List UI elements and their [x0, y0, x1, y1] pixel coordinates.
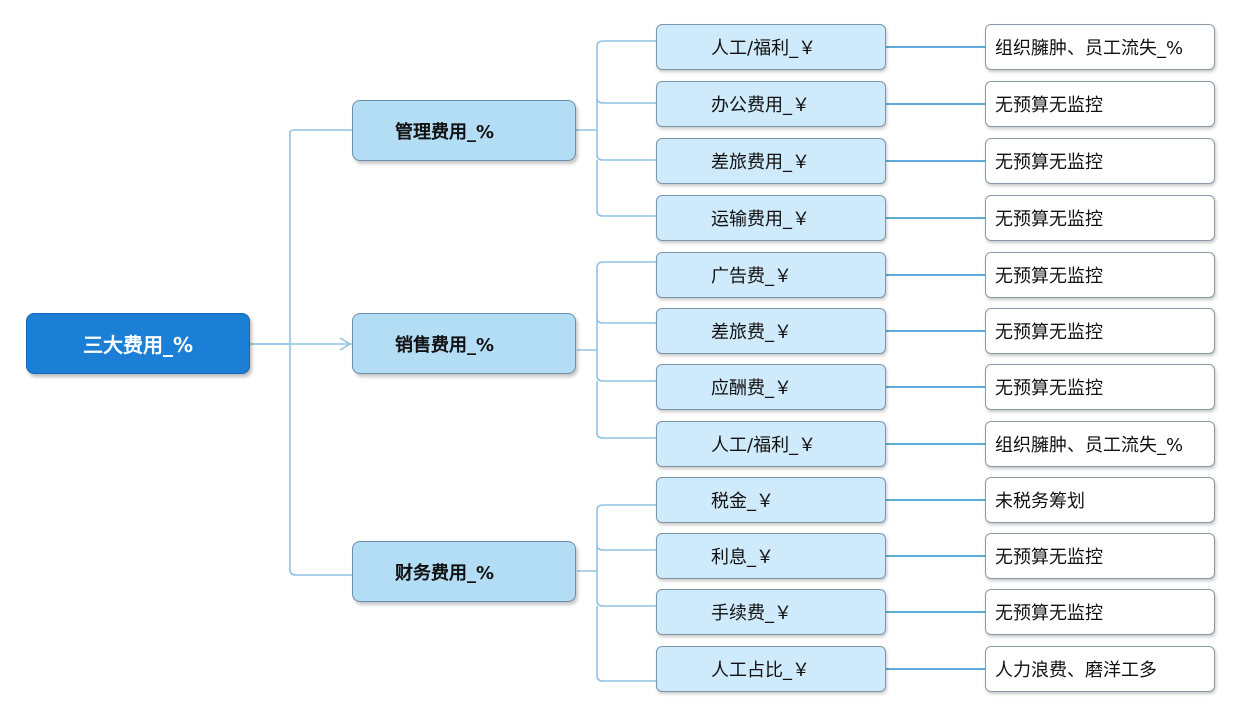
note-node[interactable]: 人力浪费、磨洋工多	[985, 646, 1215, 692]
branch-label: 财务费用_%	[395, 562, 495, 584]
branch-node-sales[interactable]: 销售费用_%	[352, 313, 576, 374]
item-label: 人工/福利_￥	[711, 38, 817, 59]
note-node[interactable]: 无预算无监控	[985, 195, 1215, 241]
root-node[interactable]: 三大费用_%	[26, 313, 250, 374]
note-node[interactable]: 无预算无监控	[985, 252, 1215, 298]
note-node[interactable]: 未税务筹划	[985, 477, 1215, 523]
note-node[interactable]: 组织臃肿、员工流失_%	[985, 24, 1215, 70]
item-node[interactable]: 人工占比_￥	[656, 646, 886, 692]
note-label: 无预算无监控	[995, 547, 1103, 568]
note-node[interactable]: 无预算无监控	[985, 81, 1215, 127]
note-node[interactable]: 无预算无监控	[985, 533, 1215, 579]
item-node[interactable]: 办公费用_￥	[656, 81, 886, 127]
item-node[interactable]: 人工/福利_￥	[656, 421, 886, 467]
note-label: 无预算无监控	[995, 266, 1103, 287]
item-label: 差旅费用_￥	[711, 152, 810, 173]
item-node[interactable]: 人工/福利_￥	[656, 24, 886, 70]
item-node[interactable]: 广告费_￥	[656, 252, 886, 298]
item-label: 运输费用_￥	[711, 209, 810, 230]
note-label: 无预算无监控	[995, 95, 1103, 116]
note-label: 无预算无监控	[995, 603, 1103, 624]
item-label: 差旅费_￥	[711, 322, 792, 343]
branch-node-management[interactable]: 管理费用_%	[352, 100, 576, 161]
item-node[interactable]: 应酬费_￥	[656, 364, 886, 410]
item-node[interactable]: 手续费_￥	[656, 589, 886, 635]
note-label: 未税务筹划	[995, 491, 1085, 512]
note-node[interactable]: 无预算无监控	[985, 589, 1215, 635]
item-node[interactable]: 差旅费_￥	[656, 308, 886, 354]
note-label: 无预算无监控	[995, 322, 1103, 343]
item-label: 广告费_￥	[711, 266, 792, 287]
note-label: 组织臃肿、员工流失_%	[995, 38, 1184, 59]
item-label: 办公费用_￥	[711, 95, 810, 116]
note-node[interactable]: 无预算无监控	[985, 364, 1215, 410]
note-label: 人力浪费、磨洋工多	[995, 660, 1157, 681]
note-node[interactable]: 无预算无监控	[985, 138, 1215, 184]
item-node[interactable]: 利息_￥	[656, 533, 886, 579]
branch-label: 销售费用_%	[395, 334, 495, 356]
item-node[interactable]: 差旅费用_￥	[656, 138, 886, 184]
note-label: 无预算无监控	[995, 152, 1103, 173]
root-label: 三大费用_%	[82, 333, 194, 357]
item-label: 应酬费_￥	[711, 378, 792, 399]
item-label: 手续费_￥	[711, 603, 792, 624]
note-label: 组织臃肿、员工流失_%	[995, 435, 1184, 456]
item-label: 人工占比_￥	[711, 660, 810, 681]
item-label: 利息_￥	[711, 547, 774, 568]
item-node[interactable]: 运输费用_￥	[656, 195, 886, 241]
branch-node-finance[interactable]: 财务费用_%	[352, 541, 576, 602]
note-label: 无预算无监控	[995, 378, 1103, 399]
item-label: 人工/福利_￥	[711, 435, 817, 456]
item-node[interactable]: 税金_￥	[656, 477, 886, 523]
note-node[interactable]: 组织臃肿、员工流失_%	[985, 421, 1215, 467]
note-node[interactable]: 无预算无监控	[985, 308, 1215, 354]
item-label: 税金_￥	[711, 491, 774, 512]
note-label: 无预算无监控	[995, 209, 1103, 230]
branch-label: 管理费用_%	[395, 121, 495, 143]
